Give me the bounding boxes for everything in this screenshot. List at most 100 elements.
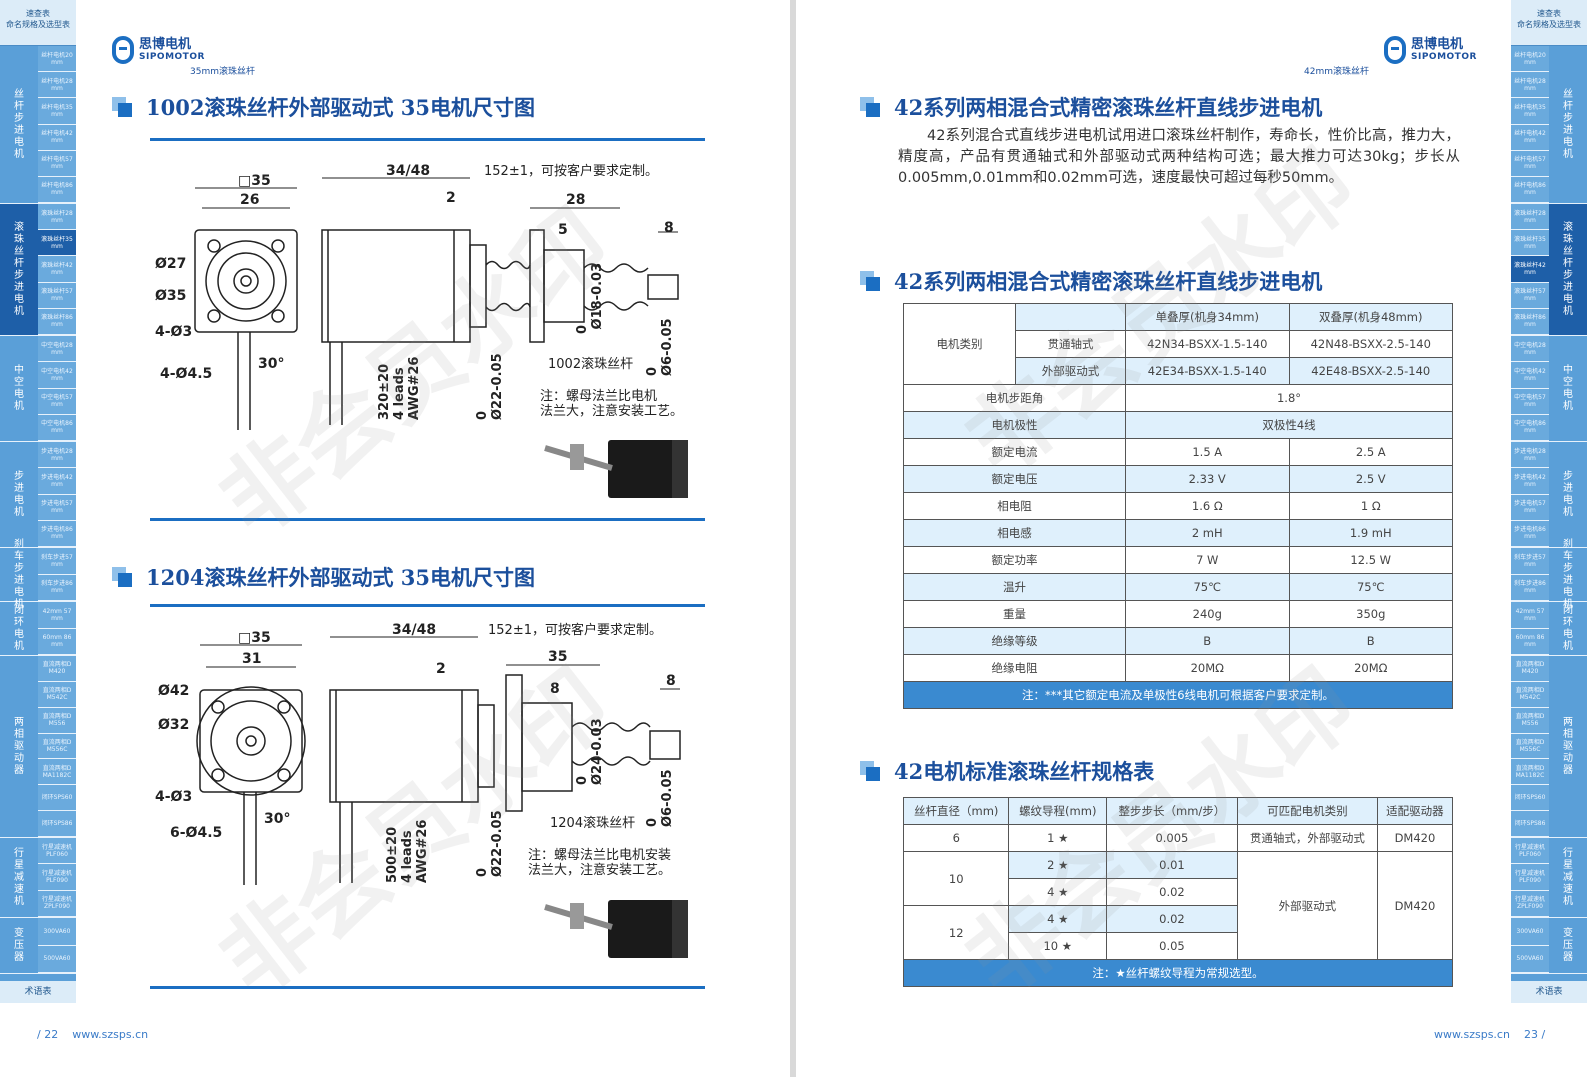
sidebar-item[interactable]: 行星减速机ZPLF090 bbox=[1511, 890, 1549, 917]
sidebar-group-label[interactable]: 变压器 bbox=[1563, 927, 1573, 963]
sidebar-item[interactable]: 滚珠丝杆86mm bbox=[38, 308, 76, 336]
sidebar-item[interactable]: 直流两相DMA1182C bbox=[38, 759, 76, 786]
sidebar-item[interactable]: 滚珠丝杆28mm bbox=[38, 204, 76, 231]
sidebar-item[interactable]: 丝杆电机86mm bbox=[1511, 176, 1549, 204]
sidebar-item[interactable]: 中空电机57mm bbox=[1511, 388, 1549, 415]
sidebar-item[interactable]: 闭环SPS60 bbox=[38, 785, 76, 812]
sidebar-item[interactable]: 丝杆电机28mm bbox=[1511, 72, 1549, 99]
sidebar-item[interactable]: 直流两相DM542C bbox=[1511, 681, 1549, 708]
sidebar-item[interactable]: 丝杆电机42mm bbox=[1511, 124, 1549, 151]
sidebar-item[interactable]: 42mm 57mm bbox=[38, 602, 76, 629]
sidebar-item[interactable]: 行星减速机PLF060 bbox=[38, 838, 76, 865]
sidebar-item[interactable]: 闭环SPS86 bbox=[38, 811, 76, 838]
sidebar-item[interactable]: 中空电机28mm bbox=[38, 336, 76, 363]
sidebar-item[interactable]: 滚珠丝杆35mm bbox=[1511, 230, 1549, 257]
sidebar-item[interactable]: 步进电机28mm bbox=[1511, 442, 1549, 469]
sidebar-item[interactable]: 丝杆电机35mm bbox=[38, 98, 76, 125]
screw-cell: 0.05 bbox=[1106, 932, 1238, 960]
sidebar-item[interactable]: 直流两相DMA1182C bbox=[1511, 759, 1549, 786]
sidebar-item[interactable]: 丝杆电机20mm bbox=[1511, 46, 1549, 73]
dim-label: 34/48 bbox=[386, 163, 430, 179]
sidebar-item[interactable]: 步进电机86mm bbox=[38, 520, 76, 547]
sidebar-group-label[interactable]: 中空电机 bbox=[1563, 364, 1573, 412]
sidebar-item[interactable]: 刹车步进86mm bbox=[1511, 574, 1549, 601]
sidebar-item[interactable]: 闭环SPS60 bbox=[1511, 785, 1549, 812]
sidebar-item[interactable]: 60mm 86mm bbox=[1511, 628, 1549, 655]
sidebar-item[interactable]: 直流两相DM556C bbox=[38, 733, 76, 760]
sidebar-item[interactable]: 滚珠丝杆35mm bbox=[38, 230, 76, 257]
sidebar-item[interactable]: 刹车步进57mm bbox=[1511, 548, 1549, 575]
sidebar-item[interactable]: 步进电机57mm bbox=[1511, 494, 1549, 521]
sidebar-item[interactable]: 滚珠丝杆42mm bbox=[1511, 256, 1549, 283]
sidebar-item[interactable]: 300VA60 bbox=[1511, 918, 1549, 946]
sidebar-group-label[interactable]: 闭环电机 bbox=[1563, 604, 1573, 652]
sidebar-group-label[interactable]: 丝杆步进电机 bbox=[1563, 88, 1573, 160]
sidebar-item[interactable]: 中空电机86mm bbox=[38, 414, 76, 441]
sidebar-item[interactable]: 中空电机57mm bbox=[38, 388, 76, 415]
sidebar-group-label[interactable]: 闭环电机 bbox=[14, 604, 24, 652]
sidebar-item[interactable]: 300VA60 bbox=[38, 918, 76, 946]
sidebar-item[interactable]: 步进电机28mm bbox=[38, 442, 76, 469]
sidebar-quick-ref[interactable]: 速查表命名规格及选型表 bbox=[0, 0, 76, 46]
sidebar-item[interactable]: 步进电机42mm bbox=[1511, 468, 1549, 495]
sidebar-glossary[interactable]: 术语表 bbox=[1511, 981, 1587, 1003]
sidebar-item[interactable]: 中空电机28mm bbox=[1511, 336, 1549, 363]
sidebar-group-label[interactable]: 丝杆步进电机 bbox=[14, 88, 24, 160]
sidebar-item[interactable]: 丝杆电机42mm bbox=[38, 124, 76, 151]
sidebar-item[interactable]: 滚珠丝杆57mm bbox=[38, 282, 76, 309]
sidebar-item[interactable]: 中空电机86mm bbox=[1511, 414, 1549, 441]
sidebar-item[interactable]: 丝杆电机57mm bbox=[38, 150, 76, 177]
sidebar-item[interactable]: 42mm 57mm bbox=[1511, 602, 1549, 629]
sidebar-item[interactable]: 步进电机57mm bbox=[38, 494, 76, 521]
dim-label: 5 bbox=[558, 222, 568, 238]
sidebar-item[interactable]: 直流两相DM420 bbox=[1511, 656, 1549, 682]
sidebar-group-label[interactable]: 变压器 bbox=[14, 927, 24, 963]
sidebar-item[interactable]: 丝杆电机28mm bbox=[38, 72, 76, 99]
sidebar-item[interactable]: 丝杆电机35mm bbox=[1511, 98, 1549, 125]
sidebar-item[interactable]: 刹车步进86mm bbox=[38, 574, 76, 601]
sidebar-group-label[interactable]: 行星减速机 bbox=[14, 847, 24, 907]
sidebar-item[interactable]: 步进电机42mm bbox=[38, 468, 76, 495]
sidebar-group-label[interactable]: 两相驱动器 bbox=[1563, 716, 1573, 776]
sidebar-item[interactable]: 行星减速机ZPLF090 bbox=[38, 890, 76, 917]
footer-url[interactable]: www.szsps.cn bbox=[72, 1028, 149, 1041]
sidebar-item[interactable]: 500VA60 bbox=[1511, 945, 1549, 973]
sidebar-group-label[interactable]: 刹车步进电机 bbox=[1563, 538, 1573, 610]
sidebar-item[interactable]: 行星减速机PLF090 bbox=[38, 864, 76, 891]
sidebar-item[interactable]: 直流两相DM556 bbox=[1511, 707, 1549, 734]
spec-label: 外部驱动式 bbox=[1015, 357, 1126, 385]
sidebar-item[interactable]: 丝杆电机57mm bbox=[1511, 150, 1549, 177]
sidebar-group-label[interactable]: 行星减速机 bbox=[1563, 847, 1573, 907]
sidebar-item[interactable]: 滚珠丝杆86mm bbox=[1511, 308, 1549, 336]
sidebar-group-label[interactable]: 步进电机 bbox=[1563, 470, 1573, 518]
sidebar-group-label[interactable]: 刹车步进电机 bbox=[14, 538, 24, 610]
sidebar-item[interactable]: 行星减速机PLF060 bbox=[1511, 838, 1549, 865]
sidebar-item[interactable]: 500VA60 bbox=[38, 945, 76, 973]
sidebar-item[interactable]: 滚珠丝杆57mm bbox=[1511, 282, 1549, 309]
footer-url[interactable]: www.szsps.cn bbox=[1434, 1028, 1510, 1041]
sidebar-group-label[interactable]: 滚珠丝杆步进电机 bbox=[1549, 204, 1587, 335]
sidebar-item[interactable]: 滚珠丝杆42mm bbox=[38, 256, 76, 283]
sidebar-group-label[interactable]: 两相驱动器 bbox=[14, 716, 24, 776]
sidebar-group-label[interactable]: 步进电机 bbox=[14, 470, 24, 518]
sidebar-item[interactable]: 直流两相DM420 bbox=[38, 656, 76, 682]
sidebar-group-label[interactable]: 滚珠丝杆步进电机 bbox=[0, 204, 38, 335]
sidebar-item[interactable]: 丝杆电机20mm bbox=[38, 46, 76, 73]
sidebar-quick-ref[interactable]: 速查表命名规格及选型表 bbox=[1511, 0, 1587, 46]
sidebar-item[interactable]: 直流两相DM542C bbox=[38, 681, 76, 708]
sidebar-item[interactable]: 刹车步进57mm bbox=[38, 548, 76, 575]
sidebar-group-label[interactable]: 中空电机 bbox=[14, 364, 24, 412]
sidebar-item[interactable]: 直流两相DM556C bbox=[1511, 733, 1549, 760]
sidebar-item[interactable]: 中空电机42mm bbox=[1511, 362, 1549, 389]
sidebar-item[interactable]: 步进电机86mm bbox=[1511, 520, 1549, 547]
sidebar-item[interactable]: 行星减速机PLF090 bbox=[1511, 864, 1549, 891]
spec-label: 重量 bbox=[903, 600, 1126, 628]
sidebar-glossary[interactable]: 术语表 bbox=[0, 981, 76, 1003]
sidebar-item[interactable]: 中空电机42mm bbox=[38, 362, 76, 389]
sidebar-item[interactable]: 滚珠丝杆28mm bbox=[1511, 204, 1549, 231]
sidebar-item[interactable]: 闭环SPS86 bbox=[1511, 811, 1549, 838]
sidebar-item[interactable]: 丝杆电机86mm bbox=[38, 176, 76, 204]
sidebar-item[interactable]: 直流两相DM556 bbox=[38, 707, 76, 734]
sidebar-item[interactable]: 60mm 86mm bbox=[38, 628, 76, 655]
